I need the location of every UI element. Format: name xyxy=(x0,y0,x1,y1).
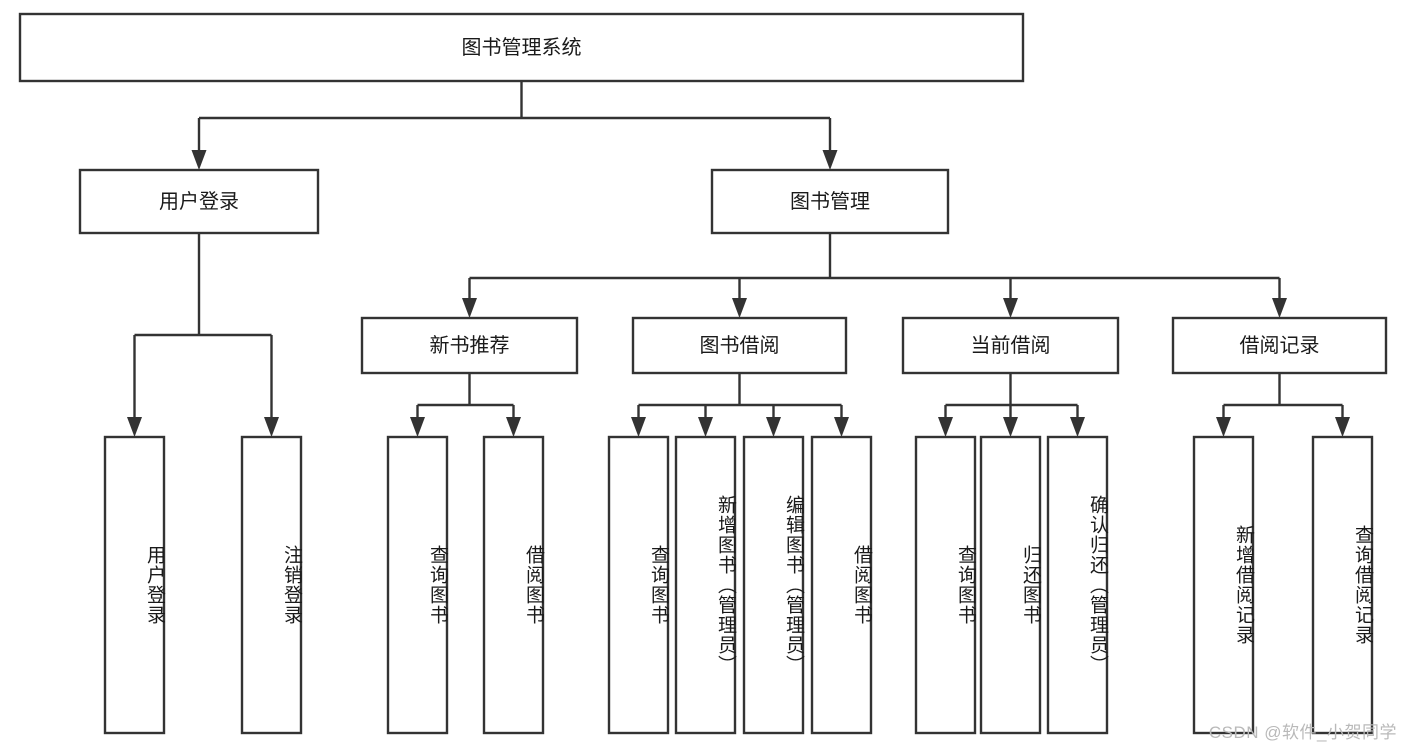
node-box-leaf-logout[interactable] xyxy=(240,435,303,735)
node-label-root: 图书管理系统 xyxy=(462,36,582,59)
node-label-new-book-recommend: 新书推荐 xyxy=(430,334,510,357)
connector-group-book-borrow xyxy=(631,373,849,437)
node-box-leaf-user-login[interactable] xyxy=(103,435,166,735)
connector-group-root xyxy=(191,81,838,170)
node-box-leaf-query-book-1[interactable] xyxy=(386,435,449,735)
node-box-root[interactable] xyxy=(18,12,1025,83)
node-box-leaf-query-record[interactable] xyxy=(1311,435,1374,735)
connector-group-borrow-record xyxy=(1216,373,1350,437)
node-box-leaf-borrow-book-1[interactable] xyxy=(482,435,545,735)
node-box-leaf-add-record[interactable] xyxy=(1192,435,1255,735)
node-box-book-borrow[interactable] xyxy=(631,316,848,375)
node-box-borrow-record[interactable] xyxy=(1171,316,1388,375)
node-box-user-login[interactable] xyxy=(78,168,320,235)
node-label-book-borrow: 图书借阅 xyxy=(700,334,780,357)
connector-group-user-login xyxy=(127,233,279,437)
node-box-leaf-query-book-3[interactable] xyxy=(914,435,977,735)
connector-group-current-borrow xyxy=(938,373,1085,437)
csdn-watermark: CSDN @软件_小贺同学 xyxy=(1208,723,1397,742)
connector-group-book-management xyxy=(462,233,1287,318)
node-box-leaf-borrow-book-2[interactable] xyxy=(810,435,873,735)
edges-layer xyxy=(127,81,1350,437)
connector-group-new-book-recommend xyxy=(410,373,521,437)
node-label-current-borrow: 当前借阅 xyxy=(971,334,1051,357)
node-box-leaf-edit-book[interactable] xyxy=(742,435,805,735)
boxes-layer xyxy=(18,12,1388,735)
node-box-book-management[interactable] xyxy=(710,168,950,235)
node-box-current-borrow[interactable] xyxy=(901,316,1120,375)
node-label-borrow-record: 借阅记录 xyxy=(1240,334,1320,357)
node-label-user-login: 用户登录 xyxy=(159,190,239,213)
node-box-new-book-recommend[interactable] xyxy=(360,316,579,375)
node-box-leaf-confirm-return[interactable] xyxy=(1046,435,1109,735)
node-label-book-management: 图书管理 xyxy=(790,190,870,213)
node-box-leaf-return-book[interactable] xyxy=(979,435,1042,735)
node-box-leaf-add-book[interactable] xyxy=(674,435,737,735)
node-box-leaf-query-book-2[interactable] xyxy=(607,435,670,735)
